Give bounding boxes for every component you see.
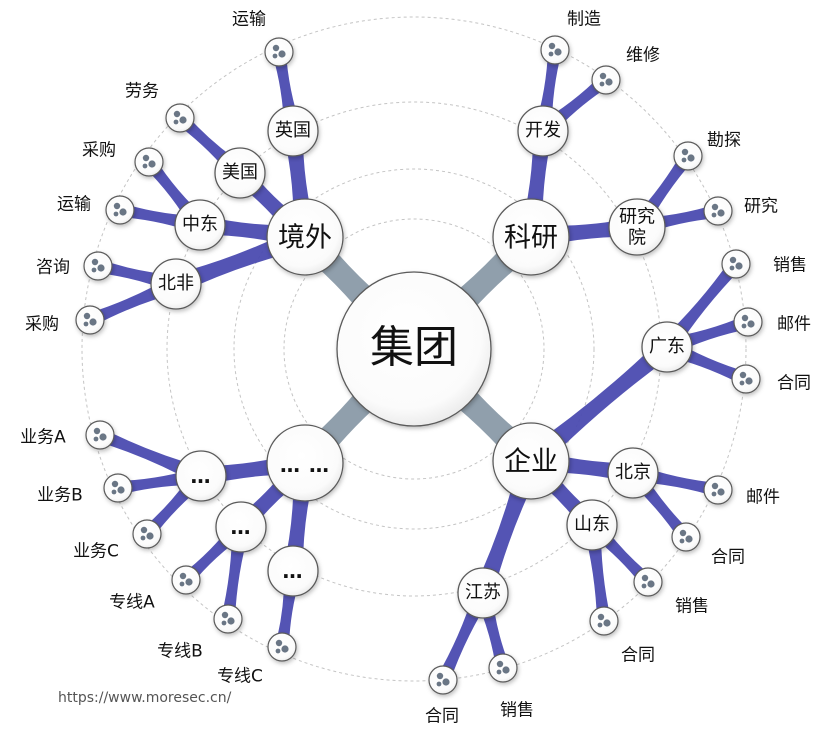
- leaf-zixun-user-icon: [83, 251, 113, 281]
- leaf-hetong-bj-label: 合同: [711, 547, 745, 568]
- leaf-yewu-c-label: 业务C: [73, 541, 119, 562]
- leaf-zhizao-label: 制造: [567, 9, 601, 30]
- leaf-youjian_bj-user-icon: [703, 475, 733, 505]
- node-dots_a: [175, 450, 227, 502]
- leaf-zhizao-user-icon: [540, 35, 570, 65]
- watermark-url: https://www.moresec.cn/: [58, 690, 232, 706]
- leaf-zhuanxian_a-user-icon: [171, 565, 201, 595]
- node-dots-c-label: …: [282, 559, 304, 583]
- leaf-kantan-label: 勘探: [707, 130, 741, 151]
- node-yingguo: [267, 105, 319, 157]
- leaf-hetong_bj-user-icon: [671, 522, 701, 552]
- ring-4: [81, 16, 747, 682]
- leaf-yunshu_top-user-icon: [264, 37, 294, 67]
- hub-keyan-label: 科研: [504, 222, 558, 254]
- hub-jingwai-label: 境外: [278, 222, 332, 254]
- node-yanjiuyuan-line1: 研究: [619, 206, 655, 228]
- leaf-hetong_gd-user-icon: [731, 364, 761, 394]
- leaf-hetong-js-label: 合同: [425, 706, 459, 727]
- leaf-caigou_2-user-icon: [75, 305, 105, 335]
- leaf-xiaoshou_js-user-icon: [488, 653, 518, 683]
- node-beijing: [607, 447, 659, 499]
- leaf-zhuanxian_b-user-icon: [213, 604, 243, 634]
- leaf-yunshu-2-label: 运输: [57, 194, 91, 215]
- hub-jingwai-node: [266, 198, 344, 276]
- leaf-zhuanxian-a-label: 专线A: [109, 592, 155, 613]
- node-yanjiuyuan-label: 研究 院: [619, 207, 655, 248]
- leaf-zhuanxian-c-label: 专线C: [217, 666, 263, 687]
- node-yanjiuyuan: [608, 198, 666, 256]
- leaf-yewu_c-user-icon: [132, 519, 162, 549]
- node-zhongdong: [174, 199, 226, 251]
- node-dots_c: [267, 545, 319, 597]
- node-yingguo-label: 英国: [275, 120, 311, 141]
- leaf-youjian-gd-label: 邮件: [777, 314, 811, 335]
- leaf-zhuanxian_c-user-icon: [267, 632, 297, 662]
- leaf-zixun-label: 咨询: [36, 257, 70, 278]
- leaf-yanjiu-user-icon: [703, 196, 733, 226]
- leaf-yewu-b-label: 业务B: [37, 485, 83, 506]
- hub-more-label: … …: [280, 453, 330, 477]
- node-dots-a-label: …: [190, 464, 212, 488]
- node-dots_b: [215, 501, 267, 553]
- ring-1: [283, 218, 545, 480]
- node-jiangsu: [457, 567, 509, 619]
- node-guangdong: [641, 321, 693, 373]
- node-shandong-label: 山东: [574, 514, 610, 535]
- hub-more-node: [266, 424, 344, 502]
- hub-qiye-label: 企业: [504, 446, 558, 478]
- leaf-weixiu-label: 维修: [626, 45, 660, 66]
- leaf-hetong-sd-label: 合同: [621, 645, 655, 666]
- node-kaifa-label: 开发: [525, 120, 561, 141]
- leaf-weixiu-user-icon: [591, 65, 621, 95]
- leaf-youjian_gd-user-icon: [733, 307, 763, 337]
- leaf-xiaoshou_gd-user-icon: [721, 249, 751, 279]
- leaf-yewu-a-label: 业务A: [20, 427, 66, 448]
- center-label: 集团: [370, 322, 458, 373]
- leaf-xiaoshou-js-label: 销售: [500, 700, 534, 721]
- leaf-caigou_1-user-icon: [134, 147, 164, 177]
- leaf-zhuanxian-b-label: 专线B: [157, 641, 203, 662]
- node-dots-b-label: …: [230, 515, 252, 539]
- leaf-hetong_js-user-icon: [428, 665, 458, 695]
- leaf-yanjiu-label: 研究: [744, 196, 778, 217]
- leaf-youjian-bj-label: 邮件: [746, 487, 780, 508]
- leaf-yunshu_2-user-icon: [105, 195, 135, 225]
- leaf-kantan-user-icon: [673, 141, 703, 171]
- node-beifei: [150, 258, 202, 310]
- leaf-caigou-2-label: 采购: [25, 314, 59, 335]
- leaf-yunshu-top-label: 运输: [232, 9, 266, 30]
- leaf-laowu-user-icon: [165, 103, 195, 133]
- hub-keyan-node: [492, 198, 570, 276]
- node-guangdong-label: 广东: [649, 336, 685, 357]
- leaf-yewu_b-user-icon: [103, 473, 133, 503]
- leaf-xiaoshou-sd-label: 销售: [675, 596, 709, 617]
- leaf-yewu_a-user-icon: [85, 420, 115, 450]
- node-zhongdong-label: 中东: [182, 214, 218, 235]
- center-node: [336, 271, 492, 427]
- leaf-hetong_sd-user-icon: [589, 606, 619, 636]
- node-yanjiuyuan-line2: 院: [628, 227, 646, 248]
- node-beifei-label: 北非: [158, 273, 194, 294]
- node-meiguo-label: 美国: [222, 162, 258, 183]
- leaf-caigou-1-label: 采购: [82, 140, 116, 161]
- leaf-xiaoshou_sd-user-icon: [633, 567, 663, 597]
- hub-qiye-node: [492, 422, 570, 500]
- leaf-hetong-gd-label: 合同: [777, 373, 811, 394]
- nodes: [75, 35, 763, 695]
- node-kaifa: [517, 105, 569, 157]
- leaf-laowu-label: 劳务: [125, 81, 159, 102]
- leaf-xiaoshou-gd-label: 销售: [773, 255, 807, 276]
- ring-2: [233, 168, 595, 530]
- node-shandong: [566, 499, 618, 551]
- node-meiguo: [214, 147, 266, 199]
- node-jiangsu-label: 江苏: [465, 582, 501, 603]
- node-beijing-label: 北京: [615, 462, 651, 483]
